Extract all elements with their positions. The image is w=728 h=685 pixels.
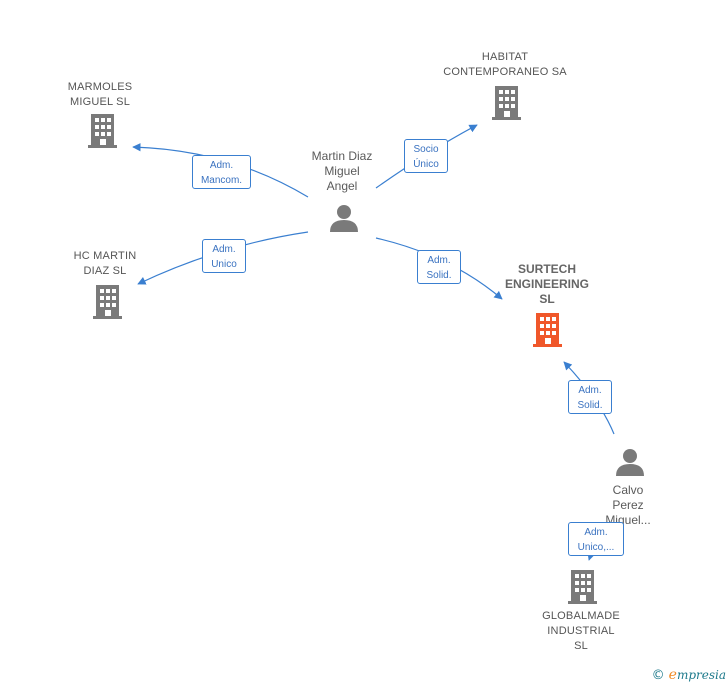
brand-logo[interactable]: ©empresia xyxy=(652,667,726,683)
company-label-habitat[interactable]: HABITAT CONTEMPORANEO SA xyxy=(443,51,567,78)
building-icon xyxy=(93,285,122,319)
edge-label-adm-solid-surtech: Adm. Solid. xyxy=(417,250,461,284)
brand-e: e xyxy=(668,667,677,683)
focus-building-icon xyxy=(533,313,562,347)
building-icon xyxy=(492,86,521,120)
person-icon xyxy=(330,205,358,232)
brand-name: mpresia xyxy=(676,668,726,682)
person-icon xyxy=(616,449,644,476)
person-label-martin-diaz[interactable]: Martin Diaz Miguel Angel xyxy=(311,149,373,193)
company-label-surtech[interactable]: SURTECH ENGINEERING SL xyxy=(504,262,589,306)
edge-label-adm-mancom: Adm. Mancom. xyxy=(192,155,251,189)
copyright-icon: © xyxy=(651,668,665,683)
edge-label-adm-unico: Adm. Unico xyxy=(202,239,246,273)
company-label-marmoles[interactable]: MARMOLES MIGUEL SL xyxy=(67,81,133,108)
edge-label-adm-solid-calvo: Adm. Solid. xyxy=(568,380,612,414)
edge-label-socio-unico: Socio Único xyxy=(404,139,448,173)
building-icon xyxy=(88,114,117,148)
company-label-hc-martin[interactable]: HC MARTIN DIAZ SL xyxy=(73,250,137,277)
company-label-globalmade[interactable]: GLOBALMADE INDUSTRIAL SL xyxy=(542,610,620,652)
building-icon xyxy=(568,570,597,604)
edge-label-adm-unico-calvo: Adm. Unico,... xyxy=(568,522,624,556)
